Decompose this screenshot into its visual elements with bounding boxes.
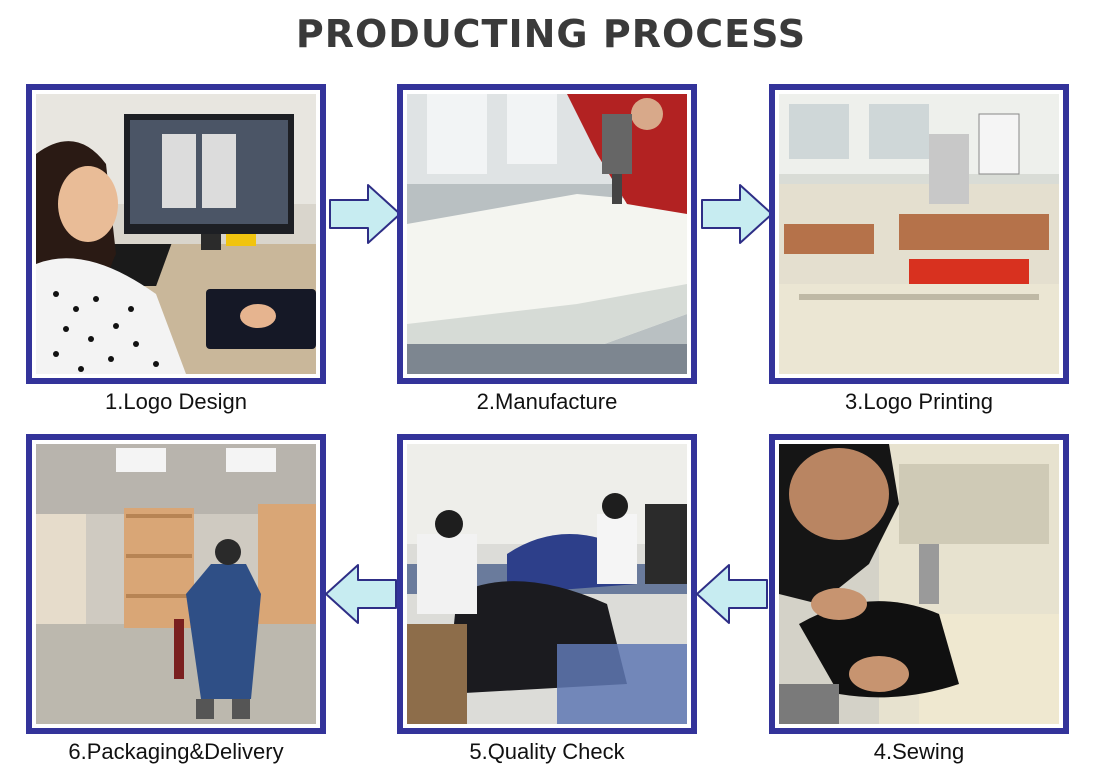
sewing-photo (779, 444, 1059, 724)
step-1-label: 1.Logo Design (105, 389, 247, 414)
step-2-label: 2.Manufacture (476, 389, 618, 414)
step-5-label: 5.Quality Check (469, 739, 625, 764)
quality-check-photo (407, 444, 687, 724)
logo-design-photo (36, 94, 316, 374)
step-4-photo-frame (769, 434, 1069, 734)
logo-printing-photo (779, 94, 1059, 374)
step-6-photo-frame (26, 434, 326, 734)
step-3-label: 3.Logo Printing (845, 389, 993, 414)
step-5-photo-frame (397, 434, 697, 734)
arrow-left-icon (324, 563, 398, 625)
step-6-label: 6.Packaging&Delivery (68, 739, 284, 764)
step-2-photo-frame (397, 84, 697, 384)
step-3-photo-frame (769, 84, 1069, 384)
step-4-label: 4.Sewing (873, 739, 965, 764)
manufacture-photo (407, 94, 687, 374)
page-title: PRODUCTING PROCESS (295, 12, 807, 56)
arrow-right-icon (700, 183, 774, 245)
arrow-right-icon (328, 183, 402, 245)
packaging-delivery-photo (36, 444, 316, 724)
step-1-photo-frame (26, 84, 326, 384)
arrow-left-icon (695, 563, 769, 625)
